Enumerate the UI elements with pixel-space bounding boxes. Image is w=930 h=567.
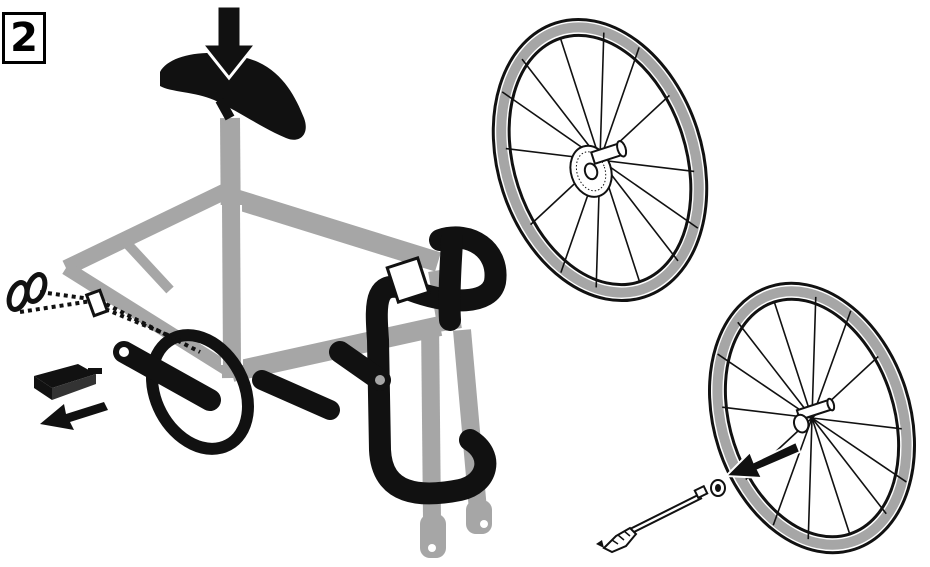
skewer-icon <box>596 486 707 552</box>
crank-arm <box>124 352 210 400</box>
brace <box>120 236 170 290</box>
hub-left-arrow-icon <box>726 442 800 478</box>
seat-post <box>230 118 232 378</box>
skewer-nut-icon <box>711 480 725 496</box>
top-tube <box>232 198 438 262</box>
rear-cogs <box>6 272 49 312</box>
crank-arm-2 <box>262 380 330 410</box>
dropout-right <box>466 500 492 534</box>
front-wheel-icon <box>676 256 930 567</box>
seat-stay <box>66 188 232 268</box>
pedal-icon <box>34 364 102 400</box>
handlebar-front <box>449 238 452 320</box>
left-arrow-icon <box>40 402 108 430</box>
